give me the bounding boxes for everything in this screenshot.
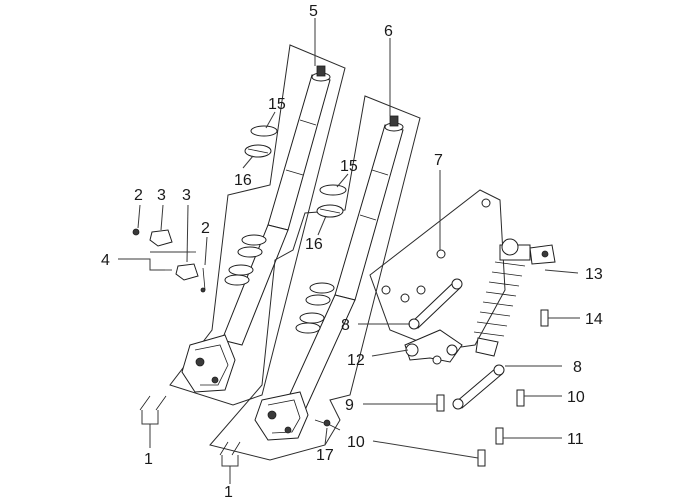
callout-9: 9 xyxy=(345,397,354,414)
callout-10-lower: 10 xyxy=(347,434,365,451)
right-fork-assembly xyxy=(209,95,421,461)
callout-3-right: 3 xyxy=(182,187,191,204)
callout-17: 17 xyxy=(316,447,334,464)
dust-seal-left xyxy=(250,125,278,137)
callout-2-right: 2 xyxy=(201,220,210,237)
callout-7: 7 xyxy=(434,152,443,169)
left-hardware xyxy=(132,228,206,411)
callout-1-right: 1 xyxy=(224,484,233,500)
callout-1-left: 1 xyxy=(144,451,153,468)
callout-14: 14 xyxy=(585,311,603,328)
callout-15-left: 15 xyxy=(268,96,286,113)
callout-12: 12 xyxy=(347,352,365,369)
right-fork-frame xyxy=(209,95,421,461)
callout-4: 4 xyxy=(101,252,110,269)
left-fork-frame xyxy=(169,44,346,406)
callout-16-right: 16 xyxy=(305,236,323,253)
shock-absorber xyxy=(473,238,556,357)
leader-lines xyxy=(118,18,580,484)
rocker-arm xyxy=(404,329,463,363)
callout-10-upper: 10 xyxy=(567,389,585,406)
callout-8-lower: 8 xyxy=(573,359,582,376)
linkage-frame xyxy=(369,189,506,351)
callout-5: 5 xyxy=(309,3,318,20)
callout-13: 13 xyxy=(585,266,603,283)
callout-2-left: 2 xyxy=(134,187,143,204)
callout-8-upper: 8 xyxy=(341,317,350,334)
callout-15-right: 15 xyxy=(340,158,358,175)
callout-3-left: 3 xyxy=(157,187,166,204)
rear-linkage-assembly xyxy=(369,189,525,467)
callout-labels: 5 6 15 16 15 16 2 3 3 2 4 1 1 17 7 8 12 … xyxy=(101,3,603,500)
dust-seal-right xyxy=(319,184,347,196)
callout-11: 11 xyxy=(567,431,584,448)
callout-16-left: 16 xyxy=(234,172,252,189)
callout-6: 6 xyxy=(384,23,393,40)
left-fork-assembly xyxy=(169,44,346,406)
